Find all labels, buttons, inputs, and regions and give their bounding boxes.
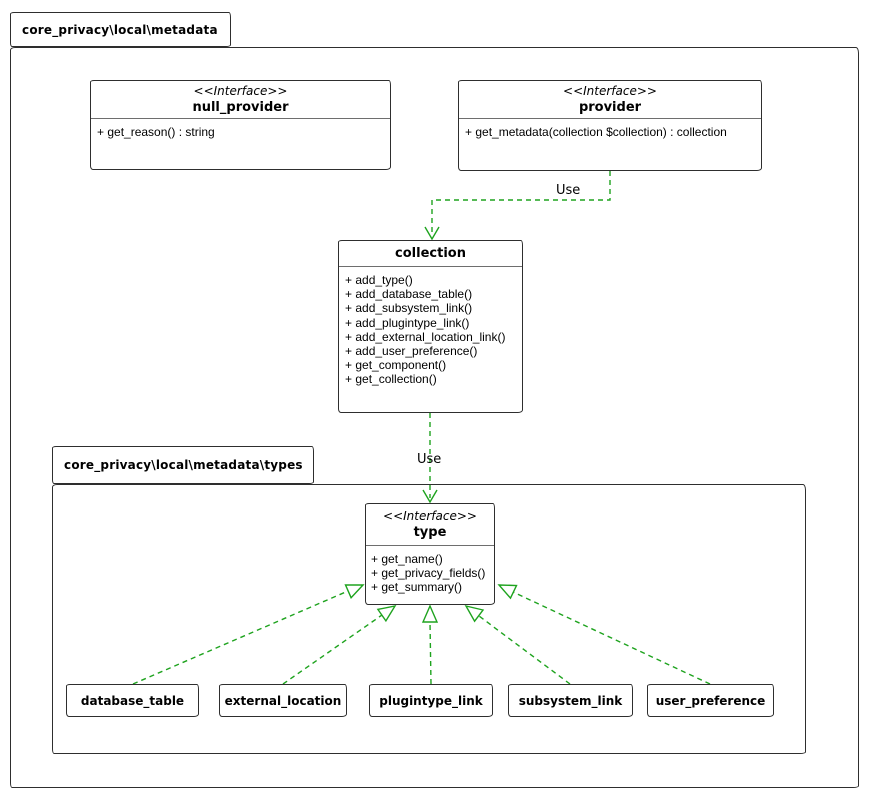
- member: + add_user_preference(): [345, 344, 478, 359]
- class-plugintype-link: plugintype_link: [369, 684, 493, 717]
- class-name: null_provider: [192, 99, 289, 115]
- class-provider-header: <<Interface>> provider: [459, 81, 761, 119]
- member: + get_component(): [345, 358, 447, 373]
- class-external-location: external_location: [219, 684, 347, 717]
- package-metadata-tab: core_privacy\local\metadata: [10, 12, 231, 47]
- class-collection-header: collection: [339, 241, 522, 267]
- class-null-provider-header: <<Interface>> null_provider: [91, 81, 390, 119]
- stereotype-label: <<Interface>>: [563, 83, 657, 98]
- class-name: external_location: [224, 693, 342, 708]
- package-types-tab: core_privacy\local\metadata\types: [52, 446, 314, 484]
- class-name: user_preference: [655, 693, 766, 708]
- class-null-provider-members: + get_reason() : string: [91, 119, 390, 139]
- stereotype-label: <<Interface>>: [383, 508, 477, 523]
- class-provider: <<Interface>> provider + get_metadata(co…: [458, 80, 762, 171]
- class-type-header: <<Interface>> type: [366, 504, 494, 546]
- class-collection: collection + add_type() + add_database_t…: [338, 240, 523, 413]
- member: + add_type(): [345, 273, 413, 287]
- class-name: subsystem_link: [518, 693, 623, 708]
- member: + get_reason() : string: [97, 125, 215, 139]
- class-name: collection: [395, 246, 466, 261]
- class-collection-members: + add_type() + add_database_table() + ad…: [339, 267, 522, 387]
- class-type-members: + get_name() + get_privacy_fields() + ge…: [366, 546, 494, 595]
- member: + get_privacy_fields(): [371, 566, 486, 581]
- class-name: provider: [578, 99, 642, 115]
- package-metadata-label: core_privacy\local\metadata: [22, 22, 218, 37]
- member: + get_collection(): [345, 372, 437, 387]
- use-label-provider-collection: Use: [556, 183, 581, 198]
- class-name: database_table: [80, 693, 185, 708]
- class-type: <<Interface>> type + get_name() + get_pr…: [365, 503, 495, 605]
- class-null-provider: <<Interface>> null_provider + get_reason…: [90, 80, 391, 170]
- class-user-preference: user_preference: [647, 684, 774, 717]
- class-provider-members: + get_metadata(collection $collection) :…: [459, 119, 761, 139]
- class-database-table: database_table: [66, 684, 199, 717]
- member: + add_plugintype_link(): [345, 315, 470, 330]
- member: + get_summary(): [371, 580, 463, 595]
- class-subsystem-link: subsystem_link: [508, 684, 633, 717]
- class-name: type: [413, 524, 447, 540]
- use-label-collection-type: Use: [417, 452, 442, 467]
- member: + add_external_location_link(): [345, 329, 506, 344]
- member: + add_subsystem_link(): [345, 301, 473, 316]
- package-types-label: core_privacy\local\metadata\types: [64, 458, 303, 472]
- class-name: plugintype_link: [379, 693, 483, 708]
- member: + get_name(): [371, 552, 443, 566]
- member: + get_metadata(collection $collection) :…: [465, 125, 727, 139]
- stereotype-label: <<Interface>>: [193, 83, 288, 98]
- member: + add_database_table(): [345, 287, 473, 302]
